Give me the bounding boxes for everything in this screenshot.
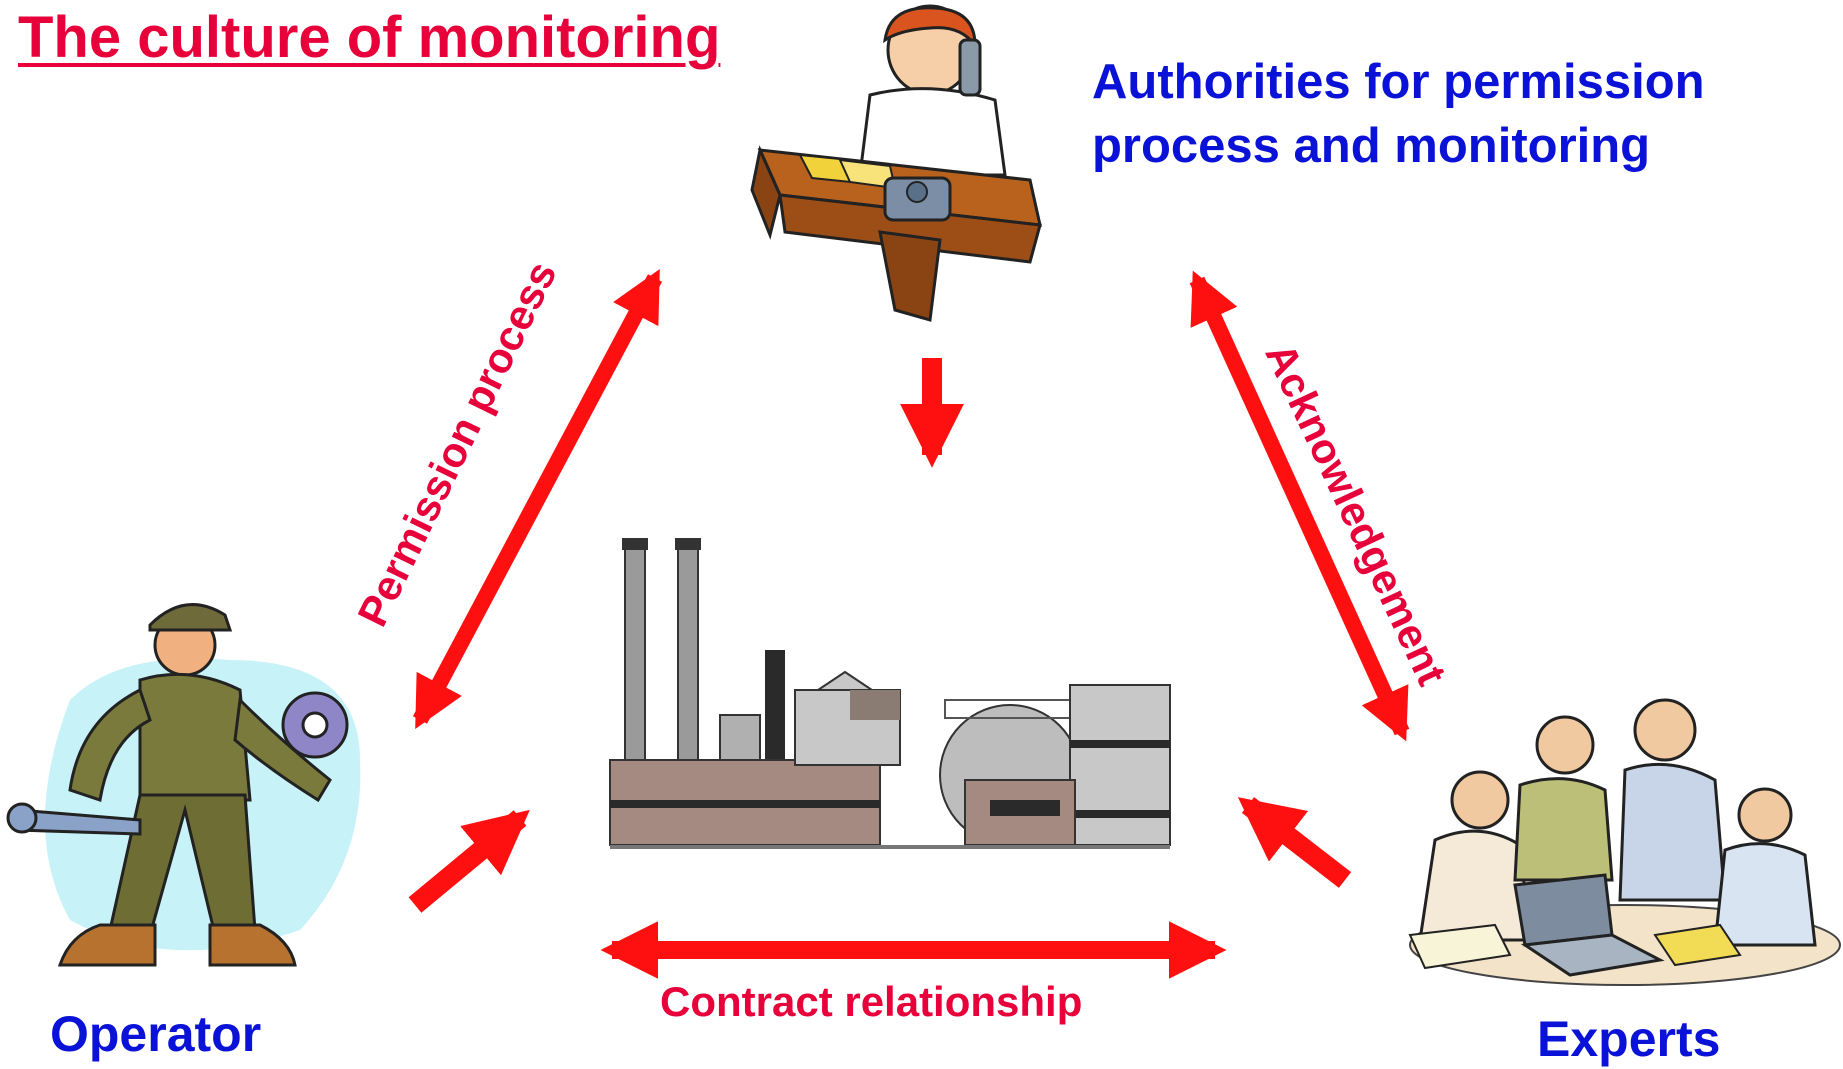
experts-to-plant-arrow [1237,797,1352,888]
diagram-title: The culture of monitoring [18,5,721,70]
operator-icon [6,603,361,967]
operator-label: Operator [50,1006,262,1062]
authorities-line-1: Authorities for permission [1092,55,1705,109]
plant-icon [609,538,1171,849]
permission-label: Permission process [348,254,565,633]
contract-label: Contract relationship [660,978,1083,1025]
operator-to-plant-arrow [408,809,530,913]
acknowledgement-arrow [1189,270,1410,742]
permission-arrow [412,268,663,730]
experts-icon [1408,698,1841,986]
authority-icon [750,4,1042,322]
authorities-label: Authorities for permission process and m… [1092,50,1792,178]
authorities-line-2: process and monitoring [1092,119,1651,173]
experts-label: Experts [1537,1011,1721,1067]
